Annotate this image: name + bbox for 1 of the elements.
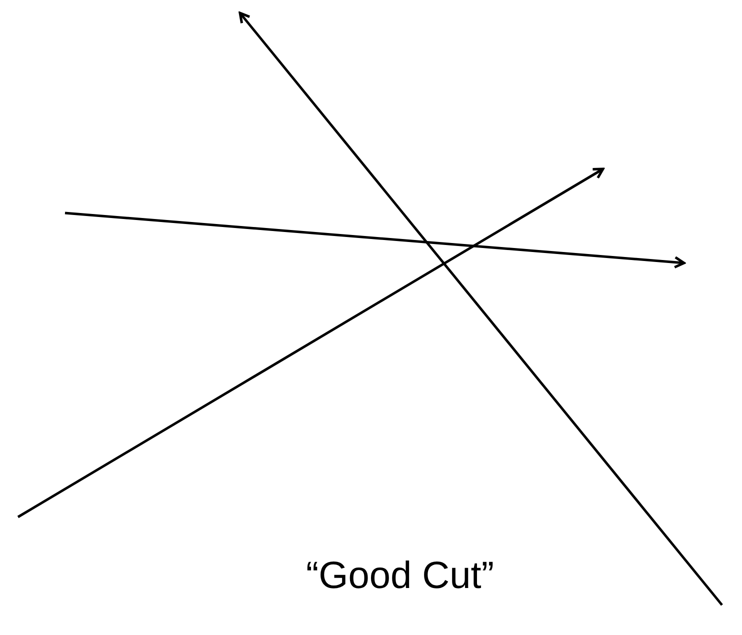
- caption-text: “Good Cut”: [306, 555, 494, 598]
